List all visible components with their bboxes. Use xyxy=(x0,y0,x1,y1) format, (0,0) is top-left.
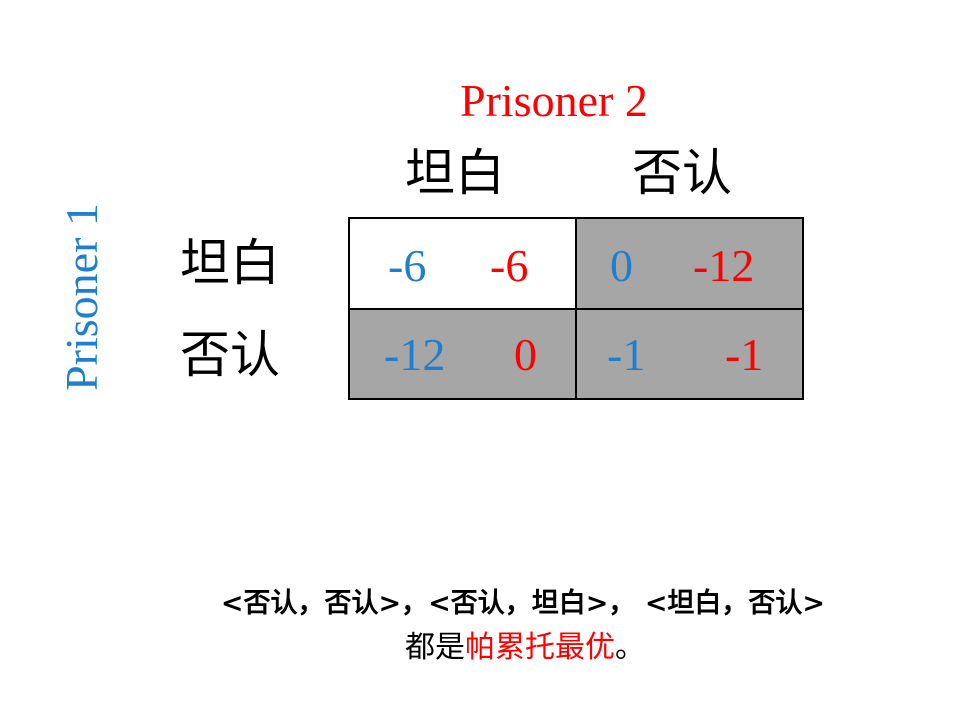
payoff-cell-deny-deny: -1 -1 xyxy=(575,308,804,400)
payoff-matrix: -6 -6 0 -12 -12 0 -1 -1 xyxy=(348,217,804,400)
payoff-p1: 0 xyxy=(610,240,633,291)
row-strategy-confess: 坦白 xyxy=(180,234,280,292)
pareto-conclusion: 都是帕累托最优。 xyxy=(405,630,645,666)
player-2-title: Prisoner 2 xyxy=(460,75,648,126)
payoff-p1: -6 xyxy=(388,240,427,291)
payoff-cell-confess-deny: 0 -12 xyxy=(575,217,804,310)
payoff-p2: -12 xyxy=(693,240,755,291)
payoff-p2: 0 xyxy=(514,329,537,380)
payoff-cell-confess-confess: -6 -6 xyxy=(348,217,577,310)
payoff-p2: -1 xyxy=(725,329,764,380)
conclusion-prefix: 都是 xyxy=(405,630,465,665)
conclusion-suffix: 。 xyxy=(615,630,645,665)
payoff-p1: -1 xyxy=(607,329,646,380)
payoff-p1: -12 xyxy=(384,329,446,380)
player-1-title: Prisoner 1 xyxy=(56,203,107,391)
pareto-optimal-term: 帕累托最优 xyxy=(465,630,615,665)
payoff-cell-deny-confess: -12 0 xyxy=(348,308,577,400)
payoff-p2: -6 xyxy=(490,240,529,291)
row-strategy-deny: 否认 xyxy=(180,326,280,384)
pareto-outcomes-text: <否认，否认>，<否认，坦白>， <坦白，否认> xyxy=(220,588,826,619)
col-strategy-deny: 否认 xyxy=(632,144,732,202)
col-strategy-confess: 坦白 xyxy=(405,144,505,202)
